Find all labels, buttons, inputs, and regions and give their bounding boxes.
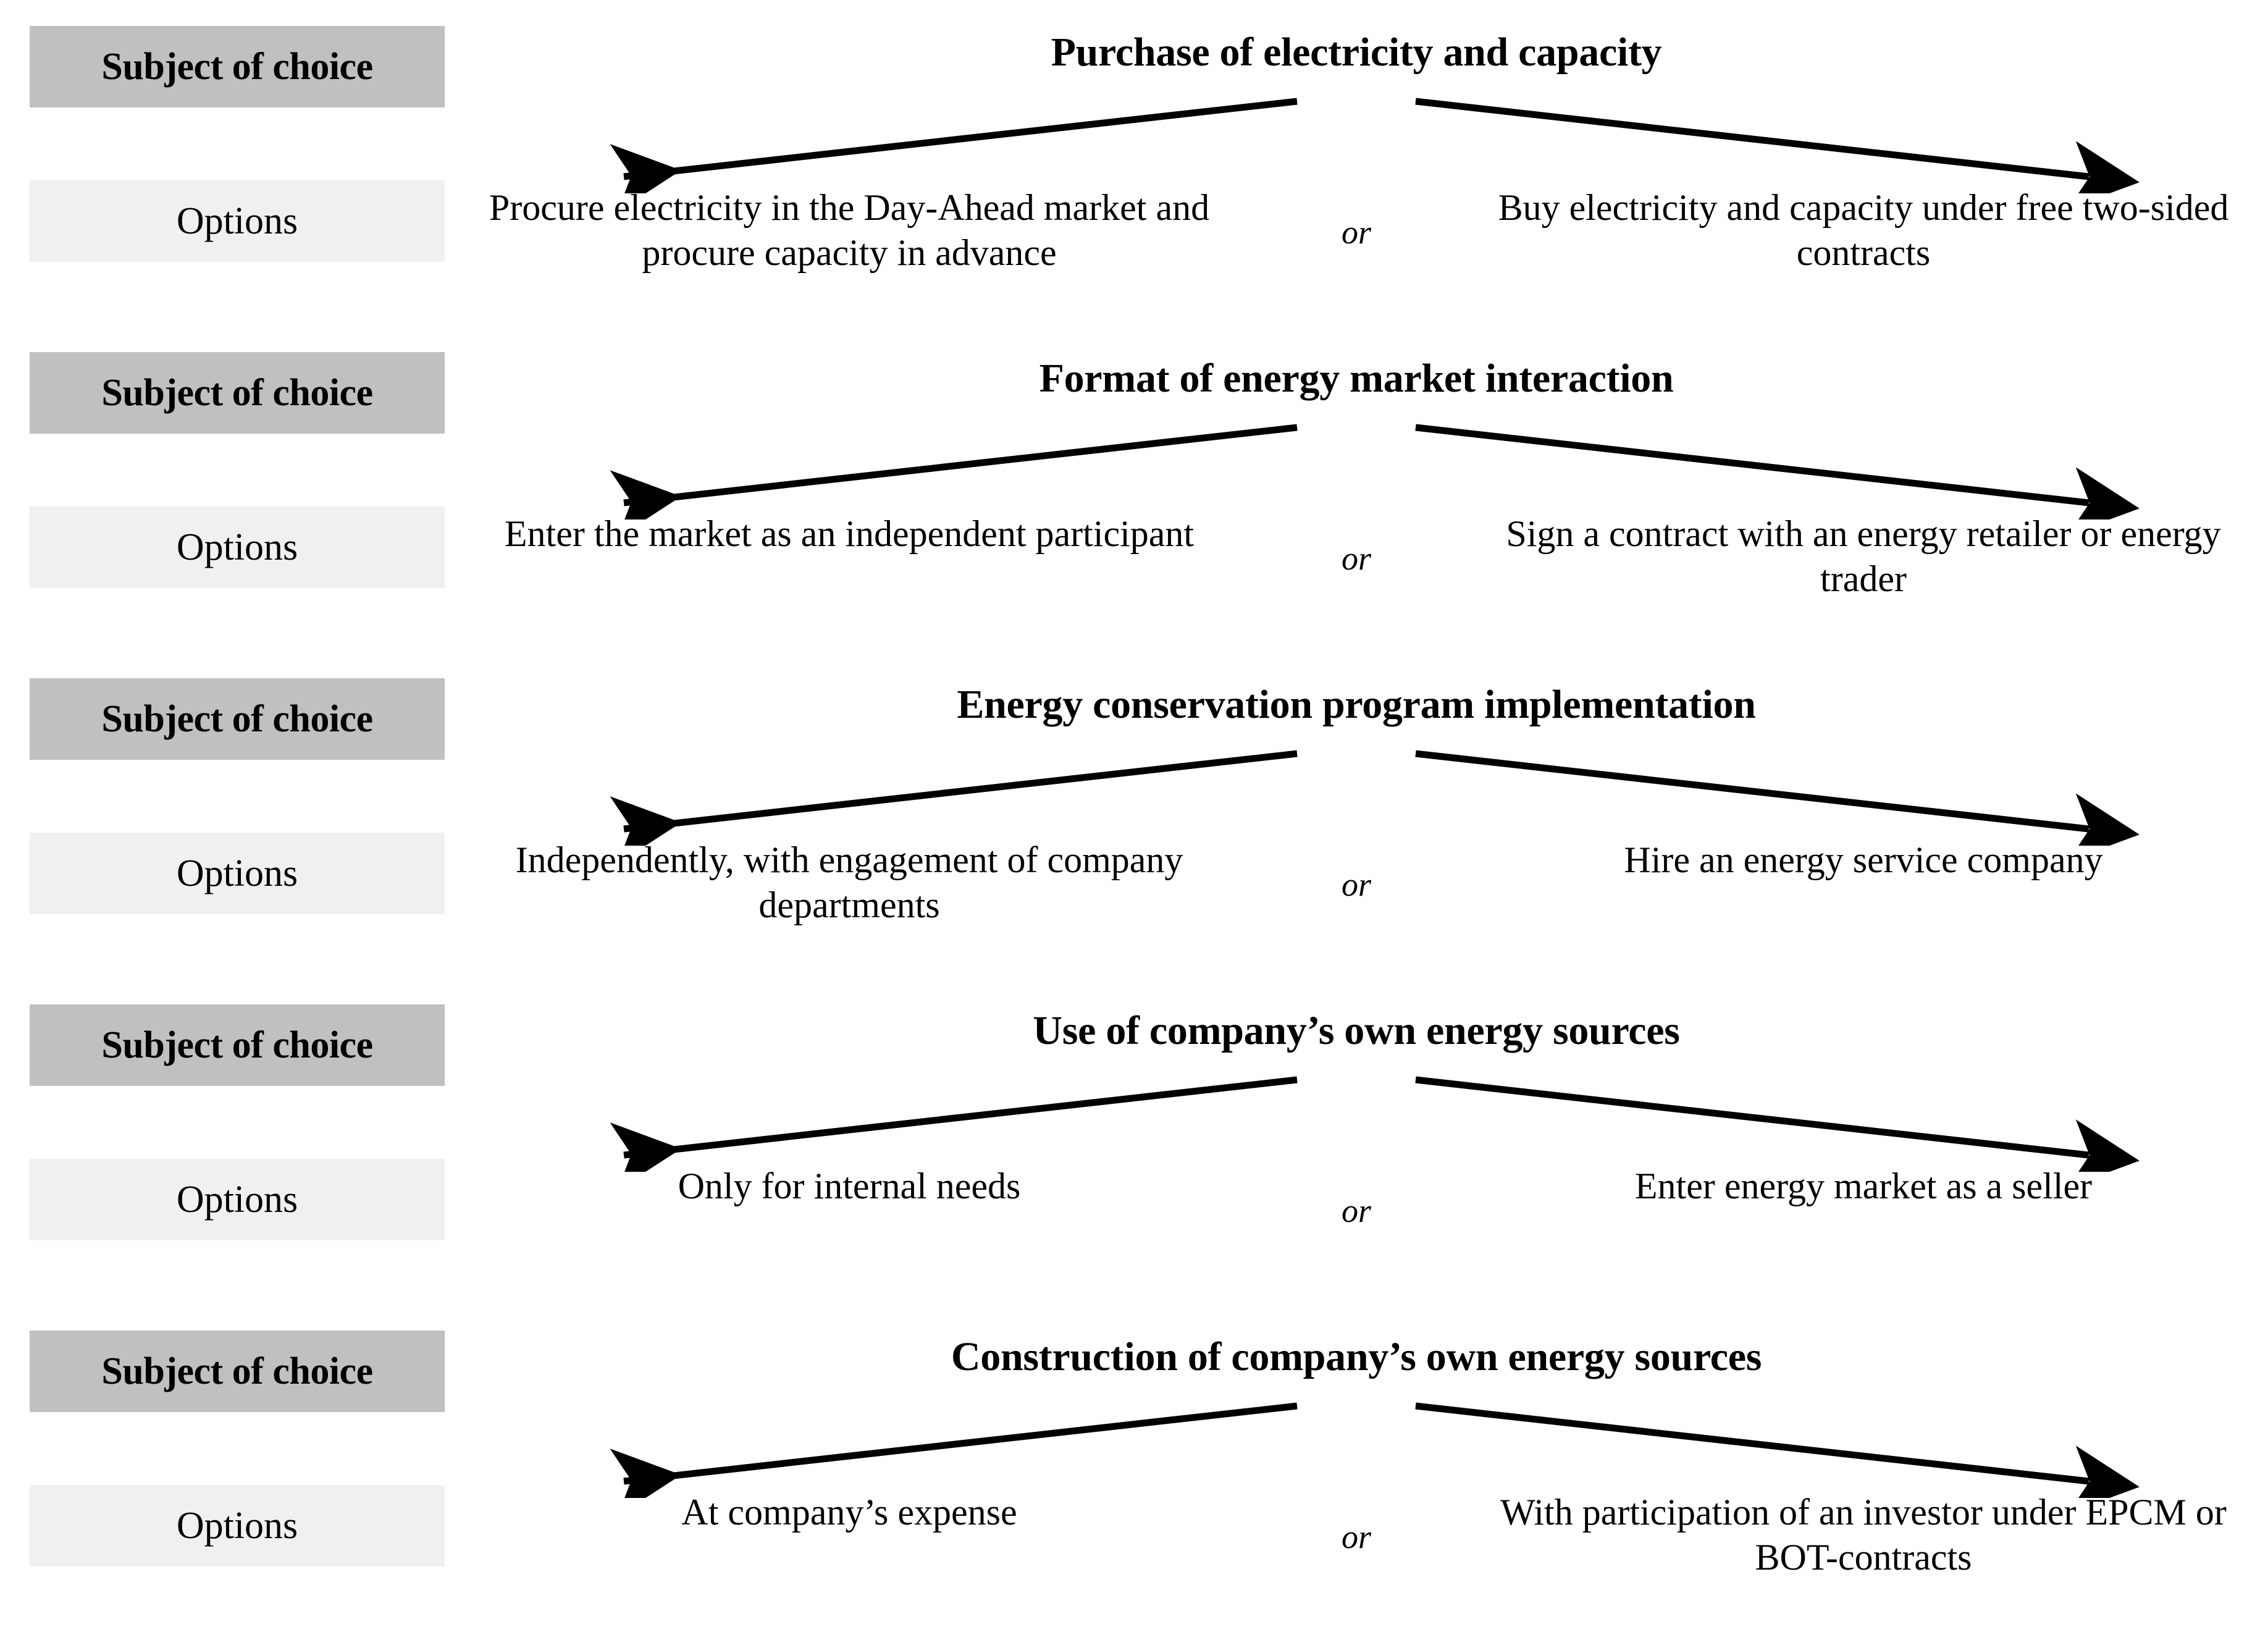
subject-of-choice-label: Subject of choice bbox=[101, 1350, 373, 1392]
options-row: Independently, with engagement of compan… bbox=[445, 838, 2268, 978]
option-left: Independently, with engagement of compan… bbox=[515, 839, 1183, 926]
options-label: Options bbox=[176, 852, 298, 894]
options-label: Options bbox=[176, 526, 298, 568]
subject-of-choice-box: Subject of choice bbox=[30, 1331, 445, 1412]
subject-of-choice-box: Subject of choice bbox=[30, 352, 445, 434]
branch-arrows bbox=[445, 1076, 2268, 1172]
content-column: Energy conservation program implementati… bbox=[445, 652, 2268, 978]
subject-of-choice-label: Subject of choice bbox=[101, 46, 373, 88]
label-column: Subject of choice Options bbox=[0, 978, 445, 1305]
choice-section: Subject of choice Options Construction o… bbox=[0, 1305, 2268, 1632]
branch-arrows bbox=[445, 1402, 2268, 1498]
section-title: Format of energy market interaction bbox=[1039, 356, 1674, 401]
option-left: Only for internal needs bbox=[678, 1166, 1021, 1206]
label-column: Subject of choice Options bbox=[0, 0, 445, 326]
section-title: Construction of company’s own energy sou… bbox=[951, 1334, 1762, 1379]
options-box: Options bbox=[30, 833, 445, 914]
options-row: Procure electricity in the Day-Ahead mar… bbox=[445, 185, 2268, 326]
or-separator: or bbox=[1341, 866, 1371, 903]
section-title: Use of company’s own energy sources bbox=[1033, 1008, 1680, 1053]
label-column: Subject of choice Options bbox=[0, 1305, 445, 1631]
subject-of-choice-label: Subject of choice bbox=[101, 1024, 373, 1066]
or-separator: or bbox=[1341, 540, 1371, 577]
subject-of-choice-label: Subject of choice bbox=[101, 698, 373, 740]
options-label: Options bbox=[176, 200, 298, 242]
option-right: Hire an energy service company bbox=[1624, 839, 2103, 880]
option-left: Enter the market as an independent parti… bbox=[504, 513, 1195, 554]
options-row: At company’s expense or With participati… bbox=[445, 1490, 2268, 1631]
options-label: Options bbox=[176, 1505, 298, 1547]
option-right: Enter energy market as a seller bbox=[1634, 1166, 2093, 1206]
branch-arrows bbox=[445, 750, 2268, 846]
or-separator: or bbox=[1341, 1192, 1371, 1229]
content-column: Purchase of electricity and capacity bbox=[445, 0, 2268, 326]
option-right: Sign a contract with an energy retailer … bbox=[1506, 513, 2221, 600]
or-separator: or bbox=[1341, 1518, 1371, 1555]
label-column: Subject of choice Options bbox=[0, 326, 445, 652]
choice-section: Subject of choice Options Format of ener… bbox=[0, 326, 2268, 652]
subject-of-choice-label: Subject of choice bbox=[101, 372, 373, 414]
content-column: Use of company’s own energy sources bbox=[445, 978, 2268, 1305]
content-column: Format of energy market interaction bbox=[445, 326, 2268, 652]
label-column: Subject of choice Options bbox=[0, 652, 445, 978]
options-row: Enter the market as an independent parti… bbox=[445, 511, 2268, 652]
options-row: Only for internal needs or Enter energy … bbox=[445, 1164, 2268, 1305]
branch-arrows bbox=[445, 98, 2268, 193]
option-right: Buy electricity and capacity under free … bbox=[1498, 187, 2229, 274]
subject-of-choice-box: Subject of choice bbox=[30, 1004, 445, 1086]
options-box: Options bbox=[30, 180, 445, 262]
subject-of-choice-box: Subject of choice bbox=[30, 678, 445, 760]
option-left: Procure electricity in the Day-Ahead mar… bbox=[489, 187, 1210, 274]
options-label: Options bbox=[176, 1179, 298, 1221]
choice-section: Subject of choice Options Use of company… bbox=[0, 978, 2268, 1305]
options-box: Options bbox=[30, 1159, 445, 1240]
subject-of-choice-box: Subject of choice bbox=[30, 26, 445, 107]
option-right: With participation of an investor under … bbox=[1500, 1492, 2227, 1578]
content-column: Construction of company’s own energy sou… bbox=[445, 1305, 2268, 1631]
option-left: At company’s expense bbox=[681, 1492, 1017, 1533]
choice-section: Subject of choice Options Energy conserv… bbox=[0, 652, 2268, 978]
or-separator: or bbox=[1341, 214, 1371, 251]
options-box: Options bbox=[30, 507, 445, 588]
section-title: Energy conservation program implementati… bbox=[957, 682, 1756, 727]
choice-section: Subject of choice Options Purchase of el… bbox=[0, 0, 2268, 326]
section-title: Purchase of electricity and capacity bbox=[1051, 30, 1662, 75]
options-box: Options bbox=[30, 1485, 445, 1567]
branch-arrows bbox=[445, 424, 2268, 519]
